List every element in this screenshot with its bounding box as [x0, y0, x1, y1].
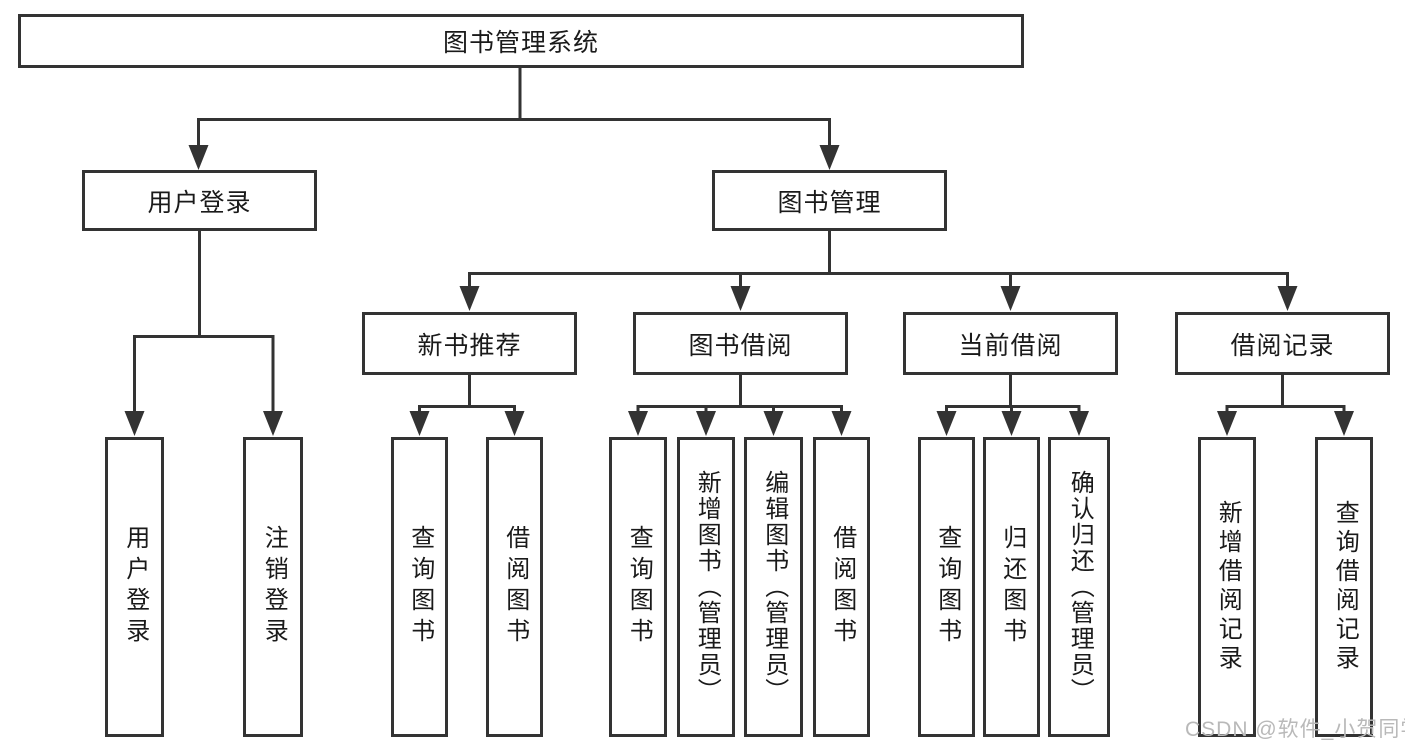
node-root-label: 图书管理系统: [442, 29, 599, 57]
watermark: CSDN @软件_小贺同学: [1185, 718, 1405, 741]
leaf-query-borrow-record-label: 查询借阅记录: [1331, 500, 1359, 674]
leaf-query-books-current-label: 查询图书: [933, 525, 961, 649]
node-book-borrow-label: 图书借阅: [688, 331, 793, 360]
leaf-query-books-recommend: 查询图书: [391, 437, 448, 737]
leaf-query-borrow-record: 查询借阅记录: [1315, 437, 1373, 737]
leaf-query-books-recommend-label: 查询图书: [406, 525, 434, 649]
node-current-borrow-label: 当前借阅: [958, 331, 1063, 360]
leaf-logout-label: 注销登录: [260, 525, 288, 649]
node-user-login-module-label: 用户登录: [147, 188, 252, 217]
node-user-login-module: 用户登录: [82, 170, 317, 231]
leaf-return-book-label: 归还图书: [998, 525, 1026, 649]
connector-level2-stems: [468, 375, 1284, 407]
connector-group: [133, 68, 1346, 414]
connector-book-branch: [468, 231, 1289, 289]
leaf-borrow-books-borrow-label: 借阅图书: [828, 525, 856, 649]
leaf-query-books-borrow: 查询图书: [609, 437, 667, 737]
leaf-borrow-books-recommend-label: 借阅图书: [501, 525, 529, 649]
leaf-add-book-admin-label: 新增图书（管理员）: [693, 470, 721, 704]
leaf-user-login-label: 用户登录: [121, 525, 149, 649]
connector-root-split: [197, 68, 831, 147]
leaf-edit-book-admin-label: 编辑图书（管理员）: [760, 470, 788, 704]
node-book-management: 图书管理: [712, 170, 947, 231]
leaf-return-book: 归还图书: [983, 437, 1040, 737]
node-root: 图书管理系统: [18, 14, 1024, 68]
node-borrow-records-label: 借阅记录: [1230, 331, 1335, 360]
node-book-borrow: 图书借阅: [633, 312, 848, 375]
connector-user-branch: [133, 231, 275, 413]
connector-leaf-splitters: [418, 405, 1346, 414]
leaf-add-book-admin: 新增图书（管理员）: [677, 437, 735, 737]
leaf-logout: 注销登录: [243, 437, 303, 737]
leaf-add-borrow-record: 新增借阅记录: [1198, 437, 1256, 737]
node-current-borrow: 当前借阅: [903, 312, 1118, 375]
arrowheads: [124, 145, 1354, 436]
leaf-add-borrow-record-label: 新增借阅记录: [1214, 500, 1242, 674]
leaf-query-books-borrow-label: 查询图书: [625, 525, 653, 649]
node-borrow-records: 借阅记录: [1175, 312, 1390, 375]
node-book-management-label: 图书管理: [777, 188, 882, 217]
leaf-query-books-current: 查询图书: [918, 437, 975, 737]
leaf-confirm-return-admin-label: 确认归还（管理员）: [1066, 470, 1094, 704]
leaf-edit-book-admin: 编辑图书（管理员）: [744, 437, 803, 737]
leaf-borrow-books-borrow: 借阅图书: [813, 437, 870, 737]
node-new-book-recommend: 新书推荐: [362, 312, 577, 375]
leaf-confirm-return-admin: 确认归还（管理员）: [1048, 437, 1110, 737]
node-new-book-recommend-label: 新书推荐: [417, 331, 522, 360]
leaf-borrow-books-recommend: 借阅图书: [486, 437, 543, 737]
leaf-user-login: 用户登录: [105, 437, 164, 737]
